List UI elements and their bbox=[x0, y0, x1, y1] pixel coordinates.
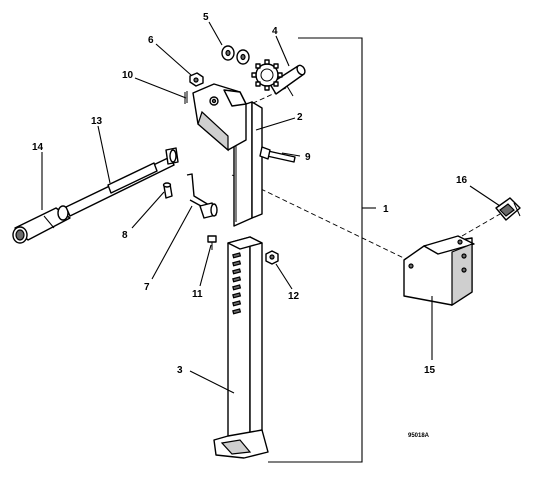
callout-15: 15 bbox=[424, 365, 436, 376]
part-5-washers bbox=[221, 45, 250, 65]
callout-10: 10 bbox=[122, 70, 134, 81]
callout-14: 14 bbox=[32, 142, 44, 153]
callout-3: 3 bbox=[177, 365, 183, 376]
gear-teeth bbox=[251, 59, 283, 91]
callout-13: 13 bbox=[91, 116, 103, 127]
callout-12: 12 bbox=[288, 291, 300, 302]
callout-6: 6 bbox=[148, 35, 154, 46]
part-9-bolt bbox=[259, 146, 296, 163]
part-14-handle-grip bbox=[12, 205, 71, 244]
callout-9: 9 bbox=[305, 152, 311, 163]
callout-5: 5 bbox=[203, 12, 209, 23]
part-3-lower-leg bbox=[213, 236, 269, 459]
part-7-lever bbox=[186, 173, 218, 219]
part-12-nut bbox=[265, 250, 279, 265]
callout-labels: 1 2 3 4 5 6 7 8 9 10 11 12 13 14 15 16 bbox=[32, 12, 468, 376]
callout-11: 11 bbox=[192, 289, 203, 300]
figure-code: 95018A bbox=[408, 433, 430, 439]
leader-lines bbox=[41, 21, 501, 394]
adjustment-holes bbox=[232, 252, 242, 315]
callout-1: 1 bbox=[383, 204, 389, 215]
part-15-mounting-bracket bbox=[403, 235, 475, 307]
part-13-crank-rod bbox=[65, 147, 179, 217]
part-11-screw bbox=[207, 235, 217, 250]
callout-8: 8 bbox=[122, 230, 128, 241]
part-8-pin bbox=[162, 182, 173, 199]
part-4-gear-shaft bbox=[251, 59, 306, 97]
part-16-cap bbox=[495, 197, 521, 221]
part-10-housing bbox=[184, 83, 247, 152]
callout-2: 2 bbox=[297, 112, 303, 123]
assembly-bracket bbox=[268, 37, 376, 463]
callout-7: 7 bbox=[144, 282, 150, 293]
callout-16: 16 bbox=[456, 175, 468, 186]
callout-4: 4 bbox=[272, 26, 278, 37]
part-6-nut bbox=[189, 72, 204, 87]
